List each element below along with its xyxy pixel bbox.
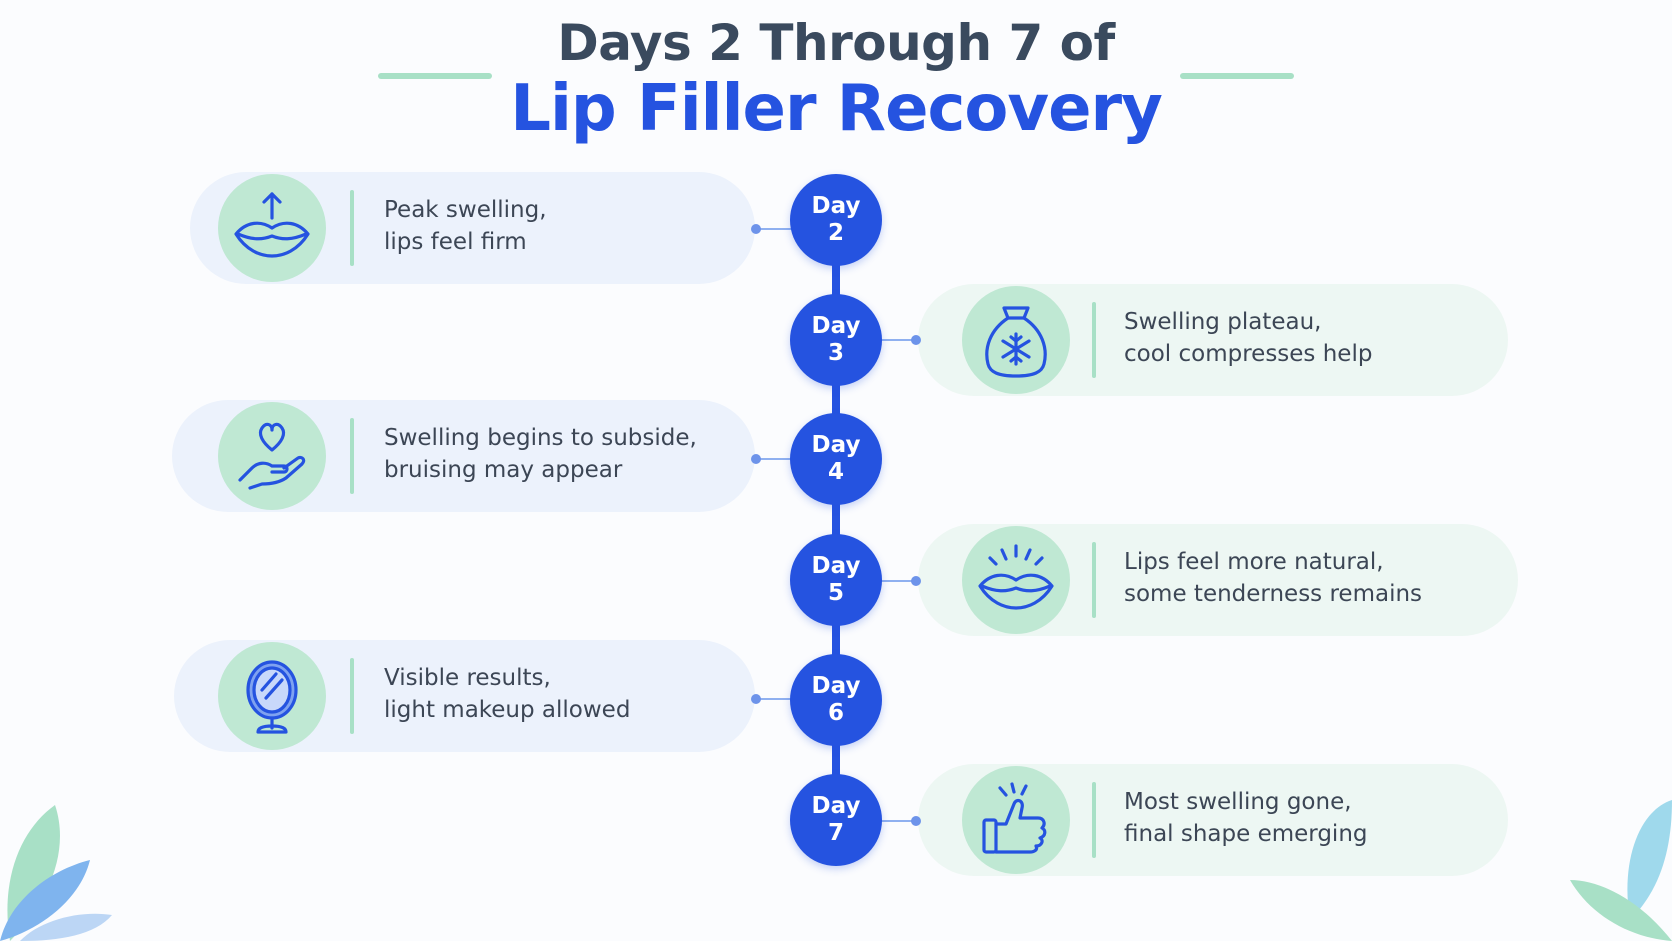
card-text-line-1: Peak swelling, bbox=[384, 197, 547, 223]
leaf-decoration-left bbox=[0, 805, 112, 941]
lips-sparkle-icon bbox=[978, 544, 1054, 610]
day-number: 3 bbox=[827, 340, 844, 366]
card-text-line-1: Most swelling gone, bbox=[1124, 789, 1352, 815]
day-number: 4 bbox=[827, 459, 844, 485]
connector-day-6 bbox=[755, 698, 791, 700]
card-text: Most swelling gone, final shape emerging bbox=[1124, 786, 1368, 850]
connector-day-7 bbox=[880, 820, 918, 822]
day-word: Day bbox=[811, 553, 861, 579]
connector-day-3 bbox=[880, 339, 918, 341]
day-word: Day bbox=[811, 193, 861, 219]
icon-badge bbox=[218, 402, 326, 510]
connector-dot-day-3 bbox=[911, 335, 921, 345]
title-line-2: Lip Filler Recovery bbox=[510, 72, 1163, 146]
timeline-card-day-4: Swelling begins to subside, bruising may… bbox=[172, 400, 755, 512]
card-divider bbox=[350, 418, 354, 494]
card-text: Visible results, light makeup allowed bbox=[384, 662, 630, 726]
connector-dot-day-6 bbox=[751, 694, 761, 704]
card-divider bbox=[1092, 542, 1096, 618]
thumbs-up-icon bbox=[982, 782, 1047, 854]
day-number: 5 bbox=[827, 580, 844, 606]
mirror-icon bbox=[246, 660, 298, 734]
card-divider bbox=[350, 190, 354, 266]
card-divider bbox=[350, 658, 354, 734]
icon-badge bbox=[962, 526, 1070, 634]
icon-badge bbox=[962, 766, 1070, 874]
connector-dot-day-2 bbox=[751, 224, 761, 234]
timeline-card-day-7: Most swelling gone, final shape emerging bbox=[918, 764, 1508, 876]
day-word: Day bbox=[811, 793, 861, 819]
card-divider bbox=[1092, 302, 1096, 378]
card-text: Lips feel more natural, some tenderness … bbox=[1124, 546, 1422, 610]
card-text: Swelling plateau, cool compresses help bbox=[1124, 306, 1372, 370]
lips-up-arrow-icon bbox=[234, 192, 310, 258]
day-number: 2 bbox=[827, 220, 844, 246]
connector-dot-day-4 bbox=[751, 454, 761, 464]
connector-day-2 bbox=[755, 228, 791, 230]
icon-badge bbox=[218, 642, 326, 750]
card-divider bbox=[1092, 782, 1096, 858]
day-number: 6 bbox=[827, 700, 844, 726]
card-text-line-1: Swelling plateau, bbox=[1124, 309, 1322, 335]
heart-hand-icon bbox=[238, 422, 306, 490]
day-number: 7 bbox=[827, 820, 844, 846]
card-text-line-2: lips feel firm bbox=[384, 229, 527, 255]
day-node-6: Day 6 bbox=[790, 654, 882, 746]
day-node-7: Day 7 bbox=[790, 774, 882, 866]
day-node-4: Day 4 bbox=[790, 413, 882, 505]
title-block: Days 2 Through 7 of Lip Filler Recovery bbox=[0, 0, 1672, 150]
day-node-2: Day 2 bbox=[790, 174, 882, 266]
timeline-card-day-5: Lips feel more natural, some tenderness … bbox=[918, 524, 1518, 636]
timeline-card-day-6: Visible results, light makeup allowed bbox=[174, 640, 755, 752]
card-text-line-2: some tenderness remains bbox=[1124, 581, 1423, 607]
timeline-card-day-2: Peak swelling, lips feel firm bbox=[190, 172, 755, 284]
icon-badge bbox=[218, 174, 326, 282]
leaf-decoration-right bbox=[1570, 800, 1672, 941]
title-decoration-left bbox=[378, 73, 492, 79]
connector-day-4 bbox=[755, 458, 791, 460]
day-node-3: Day 3 bbox=[790, 294, 882, 386]
title-decoration-right bbox=[1180, 73, 1294, 79]
timeline-spine bbox=[832, 210, 840, 830]
icon-badge bbox=[962, 286, 1070, 394]
card-text-line-2: light makeup allowed bbox=[384, 697, 631, 723]
card-text-line-1: Lips feel more natural, bbox=[1124, 549, 1384, 575]
card-text-line-2: cool compresses help bbox=[1124, 341, 1373, 367]
card-text-line-1: Visible results, bbox=[384, 665, 551, 691]
connector-day-5 bbox=[880, 580, 918, 582]
day-word: Day bbox=[811, 313, 861, 339]
card-text-line-1: Swelling begins to subside, bbox=[384, 425, 697, 451]
card-text-line-2: final shape emerging bbox=[1124, 821, 1368, 847]
connector-dot-day-7 bbox=[911, 816, 921, 826]
connector-dot-day-5 bbox=[911, 576, 921, 586]
title-line-1: Days 2 Through 7 of bbox=[557, 14, 1115, 72]
day-node-5: Day 5 bbox=[790, 534, 882, 626]
card-text-line-2: bruising may appear bbox=[384, 457, 623, 483]
card-text: Swelling begins to subside, bruising may… bbox=[384, 422, 697, 486]
timeline-card-day-3: Swelling plateau, cool compresses help bbox=[918, 284, 1508, 396]
card-text: Peak swelling, lips feel firm bbox=[384, 194, 547, 258]
ice-pack-snowflake-icon bbox=[985, 306, 1047, 378]
day-word: Day bbox=[811, 673, 861, 699]
day-word: Day bbox=[811, 432, 861, 458]
